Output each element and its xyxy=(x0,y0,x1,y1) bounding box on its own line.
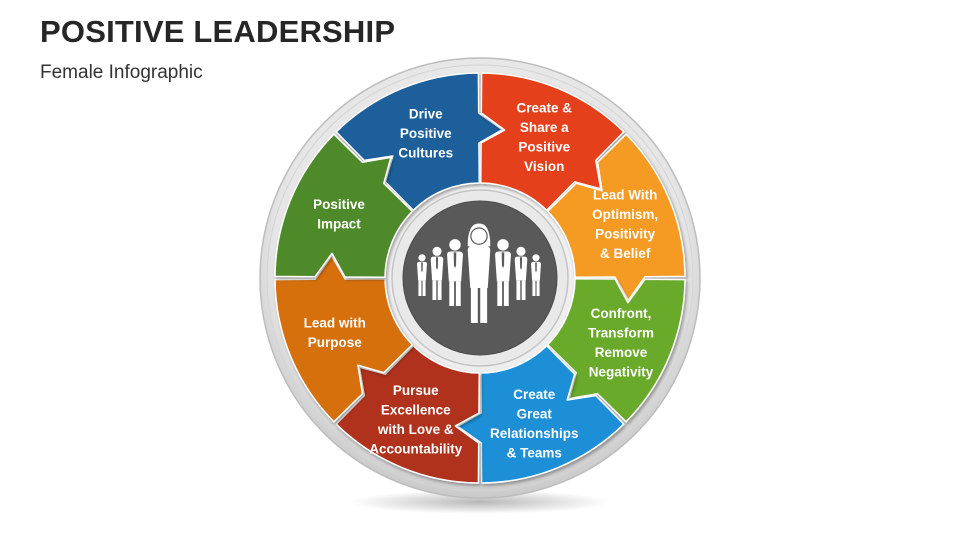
page-subtitle: Female Infographic xyxy=(40,62,203,83)
segment-label-line: Transform xyxy=(588,326,654,341)
outer-ring-inner-edge xyxy=(266,64,694,492)
segment-label-line: with Love & xyxy=(377,422,454,437)
female-person-icon xyxy=(466,222,492,323)
segment-label-line: Share a xyxy=(520,120,569,135)
segment-label-line: Optimism, xyxy=(592,207,658,222)
person-icon xyxy=(495,239,511,306)
segment-label-line: Negativity xyxy=(589,365,654,380)
person-icon xyxy=(417,254,427,296)
segment-label-line: Relationships xyxy=(490,426,579,441)
segment-label-line: Vision xyxy=(524,159,564,174)
team-group-icon xyxy=(417,222,541,323)
wheel-segment xyxy=(546,278,686,423)
segment-label-line: Lead With xyxy=(593,187,657,202)
person-icon xyxy=(447,239,463,306)
person-icon xyxy=(430,246,444,300)
page-title: POSITIVE LEADERSHIP xyxy=(40,14,396,49)
segment-label-line: Create & xyxy=(517,101,573,116)
segment-label-line: Great xyxy=(517,406,553,421)
segment-label-line: Cultures xyxy=(398,145,453,160)
segment-label-line: Purpose xyxy=(308,335,363,350)
segment-label-line: Lead with xyxy=(304,316,366,331)
person-icon xyxy=(514,246,528,300)
segment-label-line: Create xyxy=(513,387,556,402)
segment-label-line: Impact xyxy=(317,216,361,231)
wheel-segment xyxy=(335,344,480,484)
wheel-segment xyxy=(274,254,414,423)
segment-label-line: Positive xyxy=(518,140,570,155)
wheel-segment xyxy=(335,72,504,212)
wheel-segment xyxy=(274,133,414,278)
segment-label-line: Accountability xyxy=(369,441,463,456)
wheel-segment xyxy=(546,133,686,302)
segment-label-line: & Belief xyxy=(600,246,651,261)
segment-label-line: Positivity xyxy=(595,226,656,241)
segment-label-line: Drive xyxy=(409,106,443,121)
wheel-shadow xyxy=(350,490,610,514)
segment-label-line: Confront, xyxy=(591,306,652,321)
segment-label-line: Positive xyxy=(400,126,452,141)
segment-label-line: & Teams xyxy=(507,445,562,460)
segment-label-line: Remove xyxy=(595,345,648,360)
segment-label-line: Positive xyxy=(313,197,365,212)
person-icon xyxy=(531,254,541,296)
wheel-segment xyxy=(456,344,625,484)
wheel-segment xyxy=(480,72,625,212)
segment-label-line: Excellence xyxy=(381,402,451,417)
segment-label-line: Pursue xyxy=(393,383,439,398)
